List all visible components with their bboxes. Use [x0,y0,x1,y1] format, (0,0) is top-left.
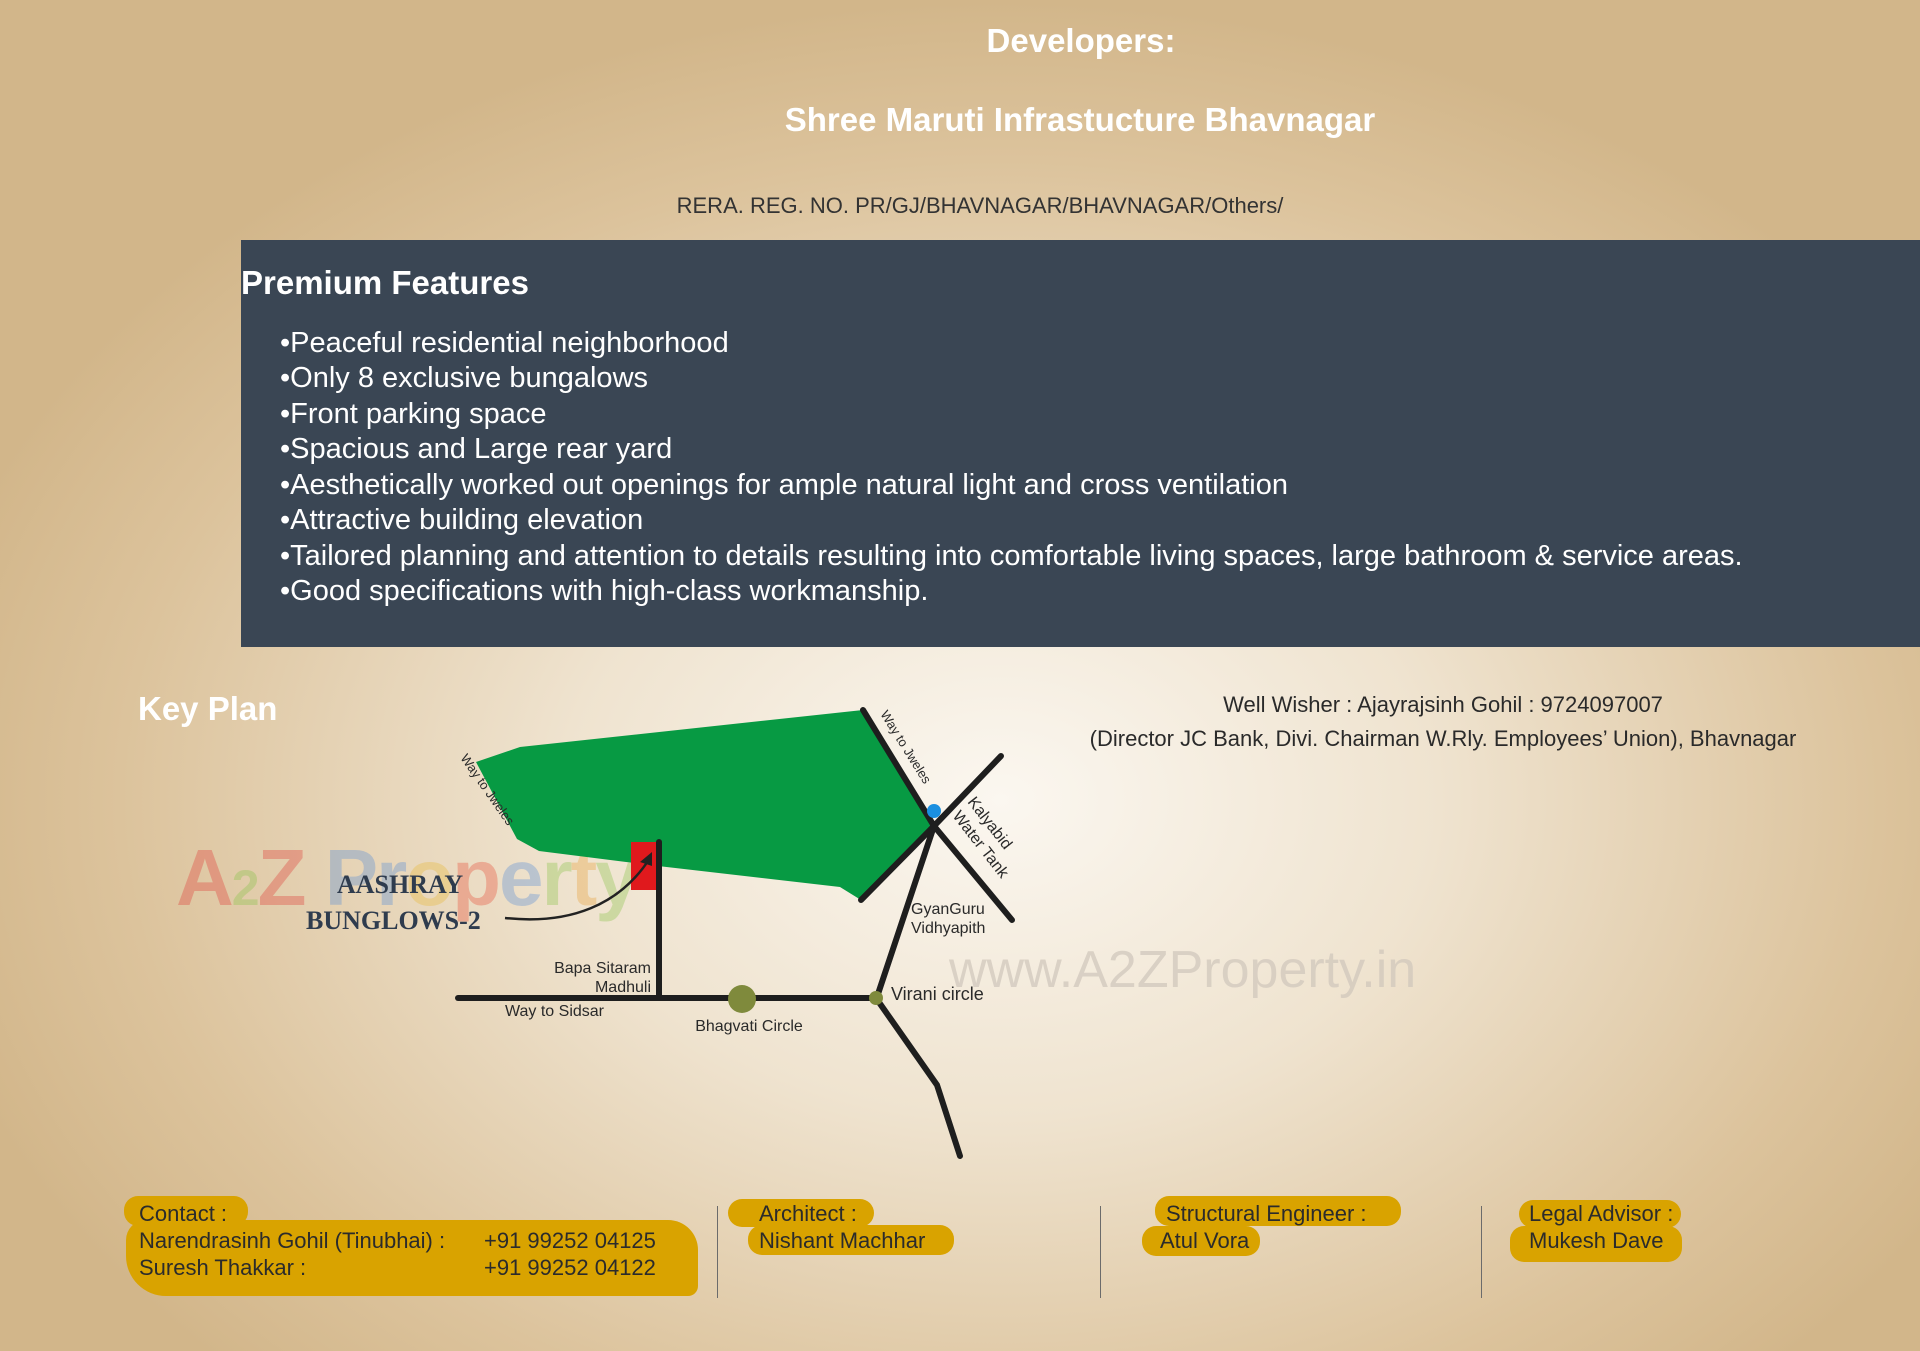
contact-phone[interactable]: +91 99252 04125 [484,1228,656,1253]
legal-label: Legal Advisor : [1529,1201,1674,1226]
feature-item: •Spacious and Large rear yard [280,433,673,465]
map-label: Bhagvati Circle [695,1018,803,1035]
road [860,707,937,829]
map-label: Madhuli [595,979,651,996]
road [858,823,937,903]
road [931,753,1004,829]
structural-label: Structural Engineer : [1166,1201,1367,1226]
feature-item: •Attractive building elevation [280,504,644,536]
watermark-url: www.A2ZProperty.in [949,941,1417,999]
contact-label: Contact : [139,1201,228,1226]
contact-phone[interactable]: +91 99252 04122 [484,1255,656,1280]
divider [1100,1206,1101,1298]
highlight [1510,1226,1682,1262]
map-label: Virani circle [891,984,984,1004]
arrow-curve [504,857,652,921]
road [931,823,1015,923]
highlight [1142,1226,1260,1256]
project-name-line2: BUNGLOWS-2 [306,906,481,935]
project-name-line1: AASHRAY [337,870,463,899]
divider [717,1206,718,1298]
architect-label: Architect : [759,1201,857,1226]
arrow-head [640,852,652,866]
feature-item: •Good specifications with high-class wor… [280,575,929,607]
land-area [476,710,934,900]
contact-name: Narendrasinh Gohil (Tinubhai) : [139,1228,446,1253]
rera-number: RERA. REG. NO. PR/GJ/BHAVNAGAR/BHAVNAGAR… [676,193,1284,218]
map-label: GyanGuru [911,901,985,918]
well-wisher-line1: Well Wisher : Ajayrajsinh Gohil : 972409… [1223,692,1663,717]
divider [1481,1206,1482,1298]
structural-name: Atul Vora [1160,1228,1250,1253]
highlight [126,1220,698,1296]
feature-item: •Peaceful residential neighborhood [280,327,729,359]
map-label: Vidhyapith [911,920,985,937]
well-wisher-line2: (Director JC Bank, Divi. Chairman W.Rly.… [1089,726,1797,751]
feature-item: •Only 8 exclusive bungalows [280,362,649,394]
feature-item: •Tailored planning and attention to deta… [280,540,1743,572]
key-plan-title: Key Plan [138,690,278,727]
architect-name: Nishant Machhar [759,1228,926,1253]
junction-marker [927,804,941,818]
highlight [728,1199,874,1227]
contact-name: Suresh Thakkar : [139,1255,307,1280]
developers-label: Developers: [986,22,1176,59]
map-label: Bapa Sitaram [554,960,651,977]
highlight [748,1225,954,1255]
feature-item: •Aesthetically worked out openings for a… [280,469,1288,501]
developer-name: Shree Maruti Infrastucture Bhavnagar [784,101,1376,138]
road [873,995,963,1159]
road [873,823,937,1003]
premium-features-panel [241,240,1920,647]
features-title: Premium Features [241,264,529,301]
highlight [1155,1196,1401,1226]
virani-circle-marker [869,991,883,1005]
bhagvati-circle-marker [728,985,756,1013]
map-label: Way to Sidsar [505,1003,605,1020]
highlight [1519,1200,1681,1228]
legal-name: Mukesh Dave [1529,1228,1664,1253]
feature-item: •Front parking space [280,398,547,430]
